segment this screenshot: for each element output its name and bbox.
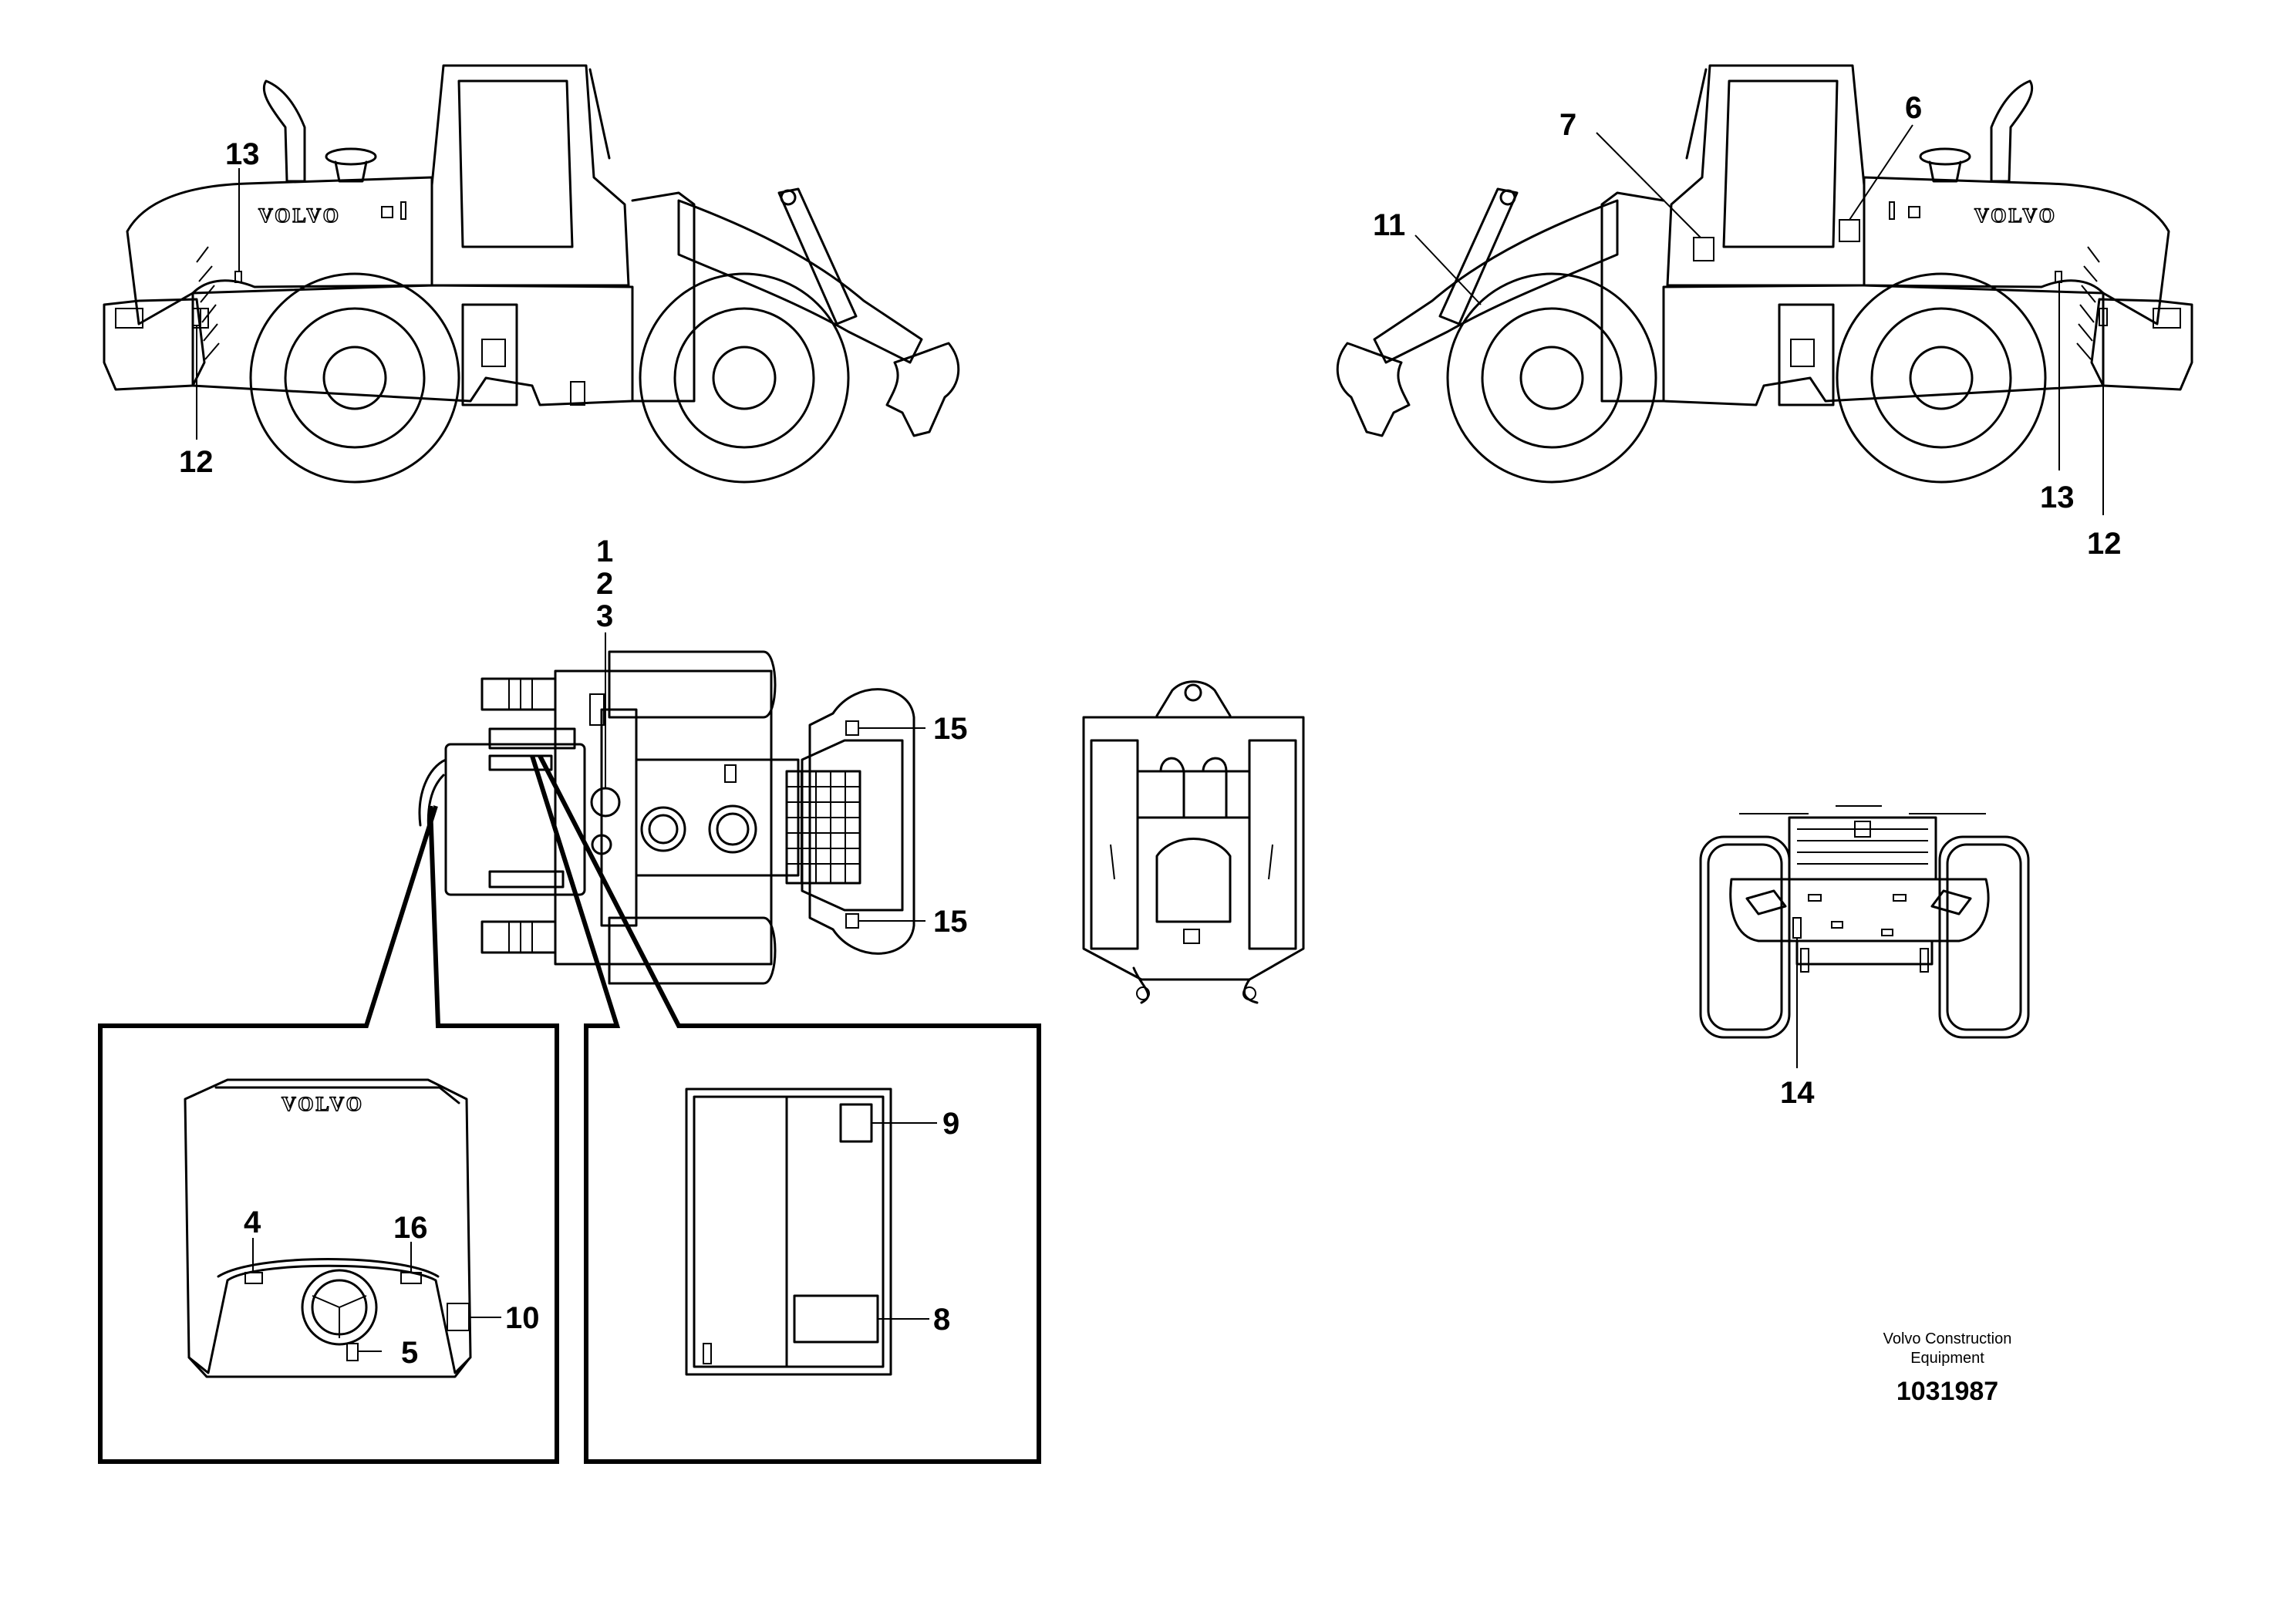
callout-11: 11 <box>1373 208 1405 242</box>
decal-14 <box>1792 917 1802 939</box>
decal-5 <box>346 1343 359 1361</box>
callout-2: 2 <box>596 567 613 601</box>
decal-4 <box>244 1272 263 1284</box>
loader-left-side-view: VOLVO 13 12 <box>103 64 960 484</box>
callout-4: 4 <box>244 1206 261 1239</box>
callout-7: 7 <box>1559 108 1576 142</box>
callout-13-left: 13 <box>225 137 260 171</box>
decal-6 <box>1839 219 1860 242</box>
callout-10: 10 <box>505 1301 540 1335</box>
callout-9: 9 <box>942 1107 959 1141</box>
loader-top-view: 1 2 3 15 15 <box>418 534 968 985</box>
decal-1-2-3 <box>590 787 621 818</box>
dashboard-logo: VOLVO <box>282 1093 364 1115</box>
callout-15-top: 15 <box>933 712 968 746</box>
right-view-logo: VOLVO <box>1974 204 2057 227</box>
footer-block: Volvo Construction Equipment 1031987 <box>1883 1330 2012 1406</box>
callout-13-right: 13 <box>2040 481 2075 514</box>
loader-right-side-view: VOLVO 7 6 11 <box>1336 64 2193 561</box>
brand-line-2: Equipment <box>1910 1350 1984 1367</box>
decal-15-bottom <box>845 913 859 929</box>
loader-rear-view: 14 <box>1699 805 2030 1110</box>
callout-8: 8 <box>933 1303 950 1337</box>
cab-window-detail: 9 8 <box>530 754 1041 1464</box>
decal-8 <box>793 1294 879 1344</box>
decal-15-top <box>845 720 859 736</box>
callout-14: 14 <box>1780 1076 1815 1110</box>
callout-15-bottom: 15 <box>933 905 968 939</box>
callout-12-right: 12 <box>2087 527 2122 561</box>
brand-line-1: Volvo Construction <box>1883 1330 2012 1347</box>
callout-1: 1 <box>596 534 613 568</box>
frame-underside-view <box>1082 680 1305 1004</box>
callout-6: 6 <box>1905 91 1922 125</box>
dashboard-detail: VOLVO 4 16 5 10 <box>98 805 559 1464</box>
left-view-logo: VOLVO <box>258 204 341 227</box>
callout-12-left: 12 <box>179 445 214 479</box>
decal-7 <box>1693 237 1714 261</box>
decal-10 <box>447 1303 470 1331</box>
callout-16: 16 <box>393 1211 428 1245</box>
callout-3: 3 <box>596 599 613 633</box>
callout-5: 5 <box>401 1336 418 1370</box>
document-number: 1031987 <box>1896 1377 1998 1406</box>
decal-9 <box>839 1103 873 1143</box>
